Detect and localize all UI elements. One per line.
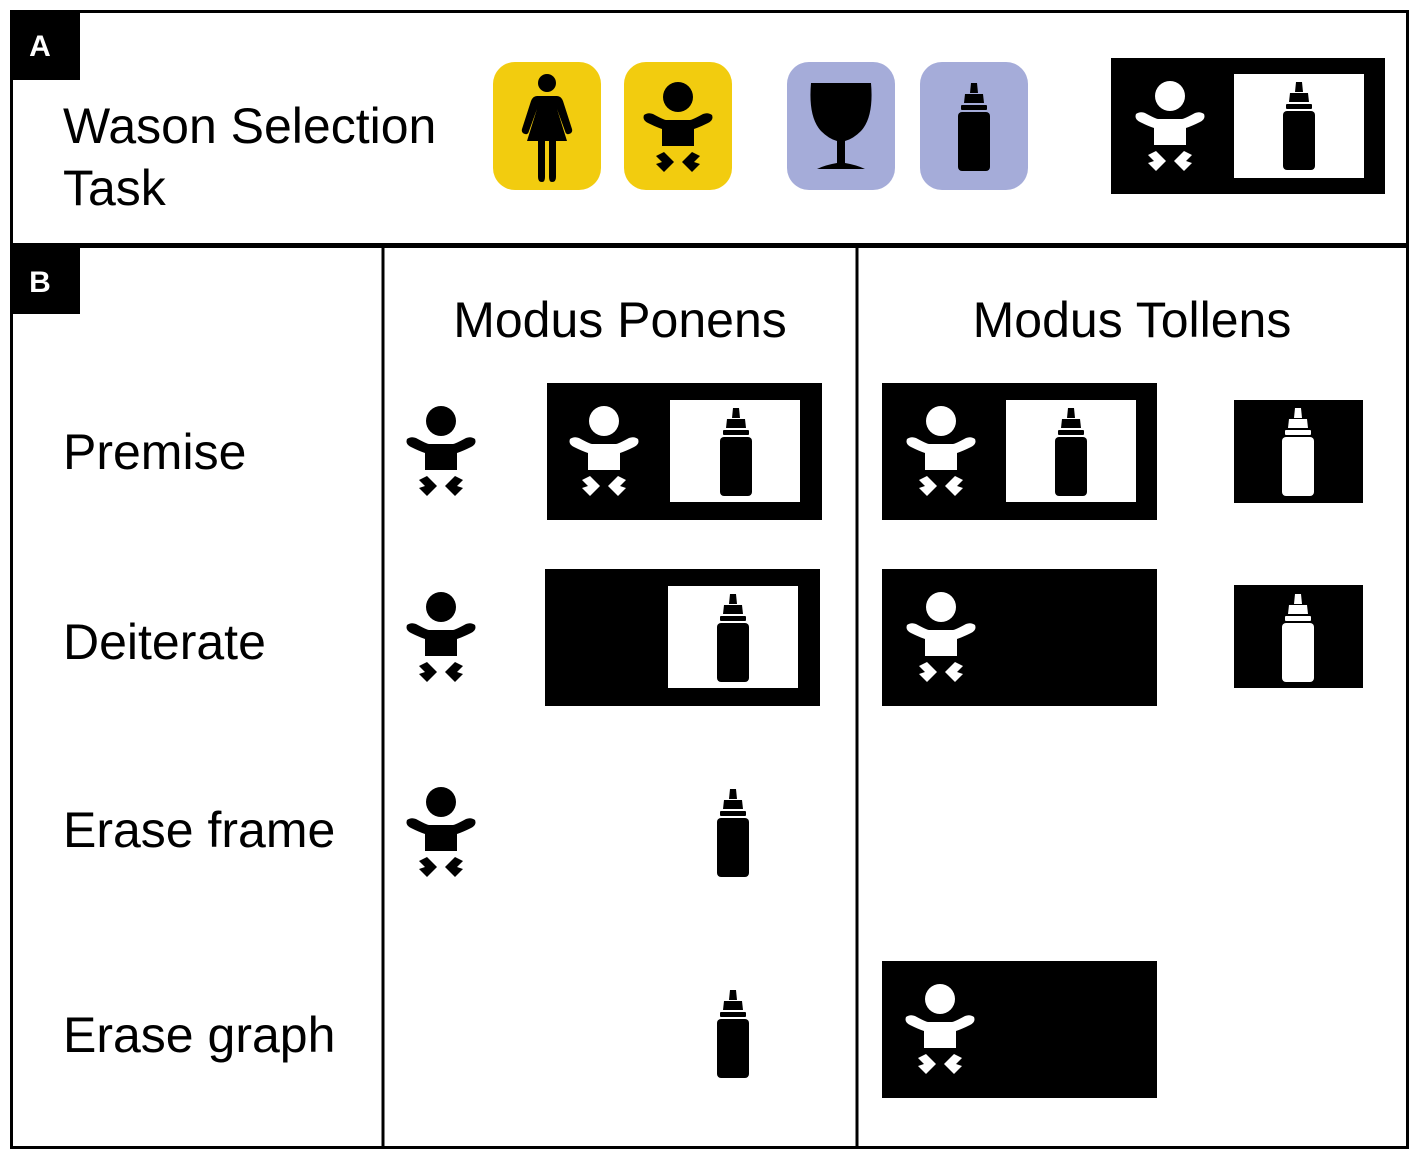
panel-b-tag: B: [29, 266, 51, 299]
baby-icon: [406, 787, 476, 877]
row-label-deiterate: Deiterate: [63, 614, 266, 670]
column-header-modus-ponens: Modus Ponens: [453, 292, 787, 348]
baby-icon: [406, 592, 476, 682]
baby-bottle-icon: [717, 789, 749, 877]
row-label-erase-graph: Erase graph: [63, 1007, 335, 1063]
panel-a-frame: [10, 10, 1409, 246]
row-label-erase-frame: Erase frame: [63, 802, 335, 858]
panel-b-tag-box: [10, 246, 80, 314]
baby-icon: [406, 406, 476, 496]
panel-a-title-line2: Task: [63, 160, 167, 216]
panel-a-tag: A: [29, 30, 51, 63]
panel-a-title-line1: Wason Selection: [63, 98, 436, 154]
baby-bottle-icon: [717, 990, 749, 1078]
panel-a-tag-box: [10, 10, 80, 80]
column-header-modus-tollens: Modus Tollens: [973, 292, 1292, 348]
panel-b-frame: [10, 245, 1409, 1149]
row-label-premise: Premise: [63, 424, 246, 480]
